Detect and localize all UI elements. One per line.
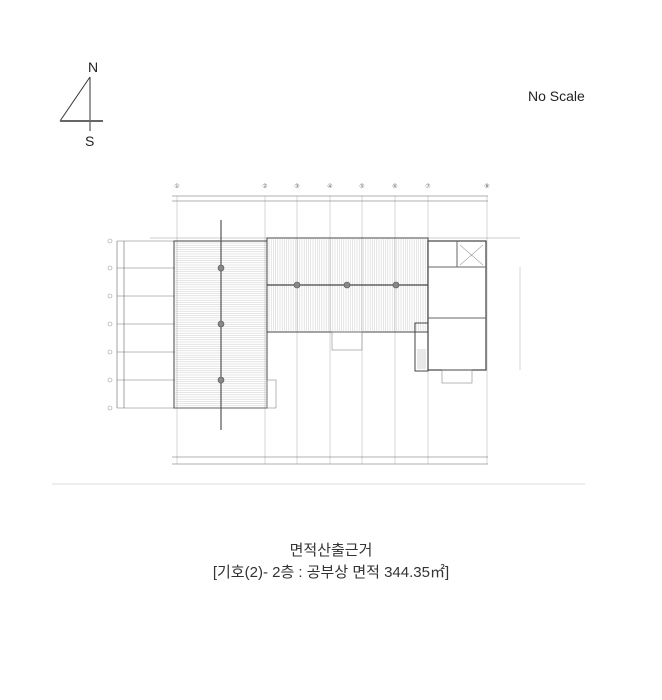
caption-title: 면적산출근거: [289, 542, 373, 559]
stair: [414, 322, 429, 372]
grid-label: ⑦: [425, 183, 430, 190]
area-caption: 면적산출근거 [기호(2)- 2층 : 공부상 면적 344.35㎡]: [0, 540, 662, 584]
opening: [441, 369, 473, 384]
grid-bubble: [107, 377, 113, 383]
column: [343, 281, 351, 289]
grid-bubble: [107, 349, 113, 355]
column: [217, 376, 225, 384]
grid-label: ①: [174, 183, 179, 190]
south-label: S: [85, 133, 95, 149]
north-arrow: [59, 76, 103, 131]
opening: [331, 331, 363, 351]
caption-detail: [기호(2)- 2층 : 공부상 면적 344.35㎡]: [212, 564, 450, 581]
grid-label: ⑥: [392, 183, 397, 190]
grid-label: ③: [294, 183, 299, 190]
grid-bubble: [107, 293, 113, 299]
column: [392, 281, 400, 289]
drawing-line: [459, 244, 484, 266]
column: [217, 264, 225, 272]
grid-bubble: [107, 405, 113, 411]
north-label: N: [88, 59, 99, 75]
grid-label: ⑤: [359, 183, 364, 190]
grid-label: ⑧: [484, 183, 489, 190]
grid-bubble: [107, 321, 113, 327]
grid-bubble: [107, 265, 113, 271]
grid-label: ②: [262, 183, 267, 190]
column: [293, 281, 301, 289]
grid-label: ④: [327, 183, 332, 190]
scale-note: No Scale: [528, 88, 585, 104]
grid-bubble: [107, 238, 113, 244]
column: [217, 320, 225, 328]
opening: [266, 379, 277, 409]
